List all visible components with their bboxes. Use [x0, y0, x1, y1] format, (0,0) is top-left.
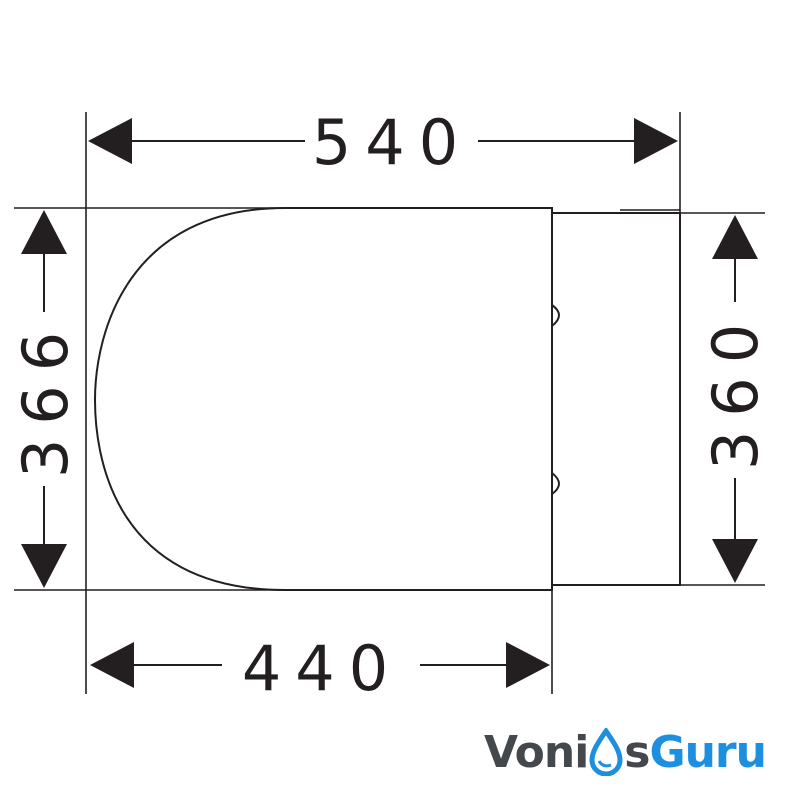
arrowhead-left [88, 118, 132, 164]
dim-label-366: 366 [9, 318, 82, 478]
seat-outline [93, 207, 553, 591]
dimension-360: 360 [699, 215, 772, 583]
arrowhead-left [90, 642, 134, 688]
dimension-540: 540 [88, 106, 678, 179]
hinge-block-outline [552, 212, 681, 586]
water-drop-icon [589, 726, 623, 777]
arrowhead-top [21, 210, 67, 254]
dim-label-360: 360 [699, 310, 772, 470]
logo-text-part1: Voni [484, 726, 589, 778]
arrowhead-bottom [712, 539, 758, 583]
arrowhead-top [712, 215, 758, 259]
voniosguru-logo: Voni s Guru [484, 722, 767, 782]
arrowhead-right [506, 642, 550, 688]
arrowhead-bottom [21, 544, 67, 588]
hinge-bump-lower [551, 472, 560, 495]
logo-text-part3: Guru [649, 726, 766, 778]
dimension-366: 366 [9, 210, 82, 588]
hinge-bump-upper [551, 304, 560, 327]
dim-label-540: 540 [312, 106, 472, 179]
logo-text-part2: s [624, 726, 650, 778]
dim-label-440: 440 [242, 632, 402, 705]
dimension-440: 440 [90, 632, 550, 705]
arrowhead-right [634, 118, 678, 164]
